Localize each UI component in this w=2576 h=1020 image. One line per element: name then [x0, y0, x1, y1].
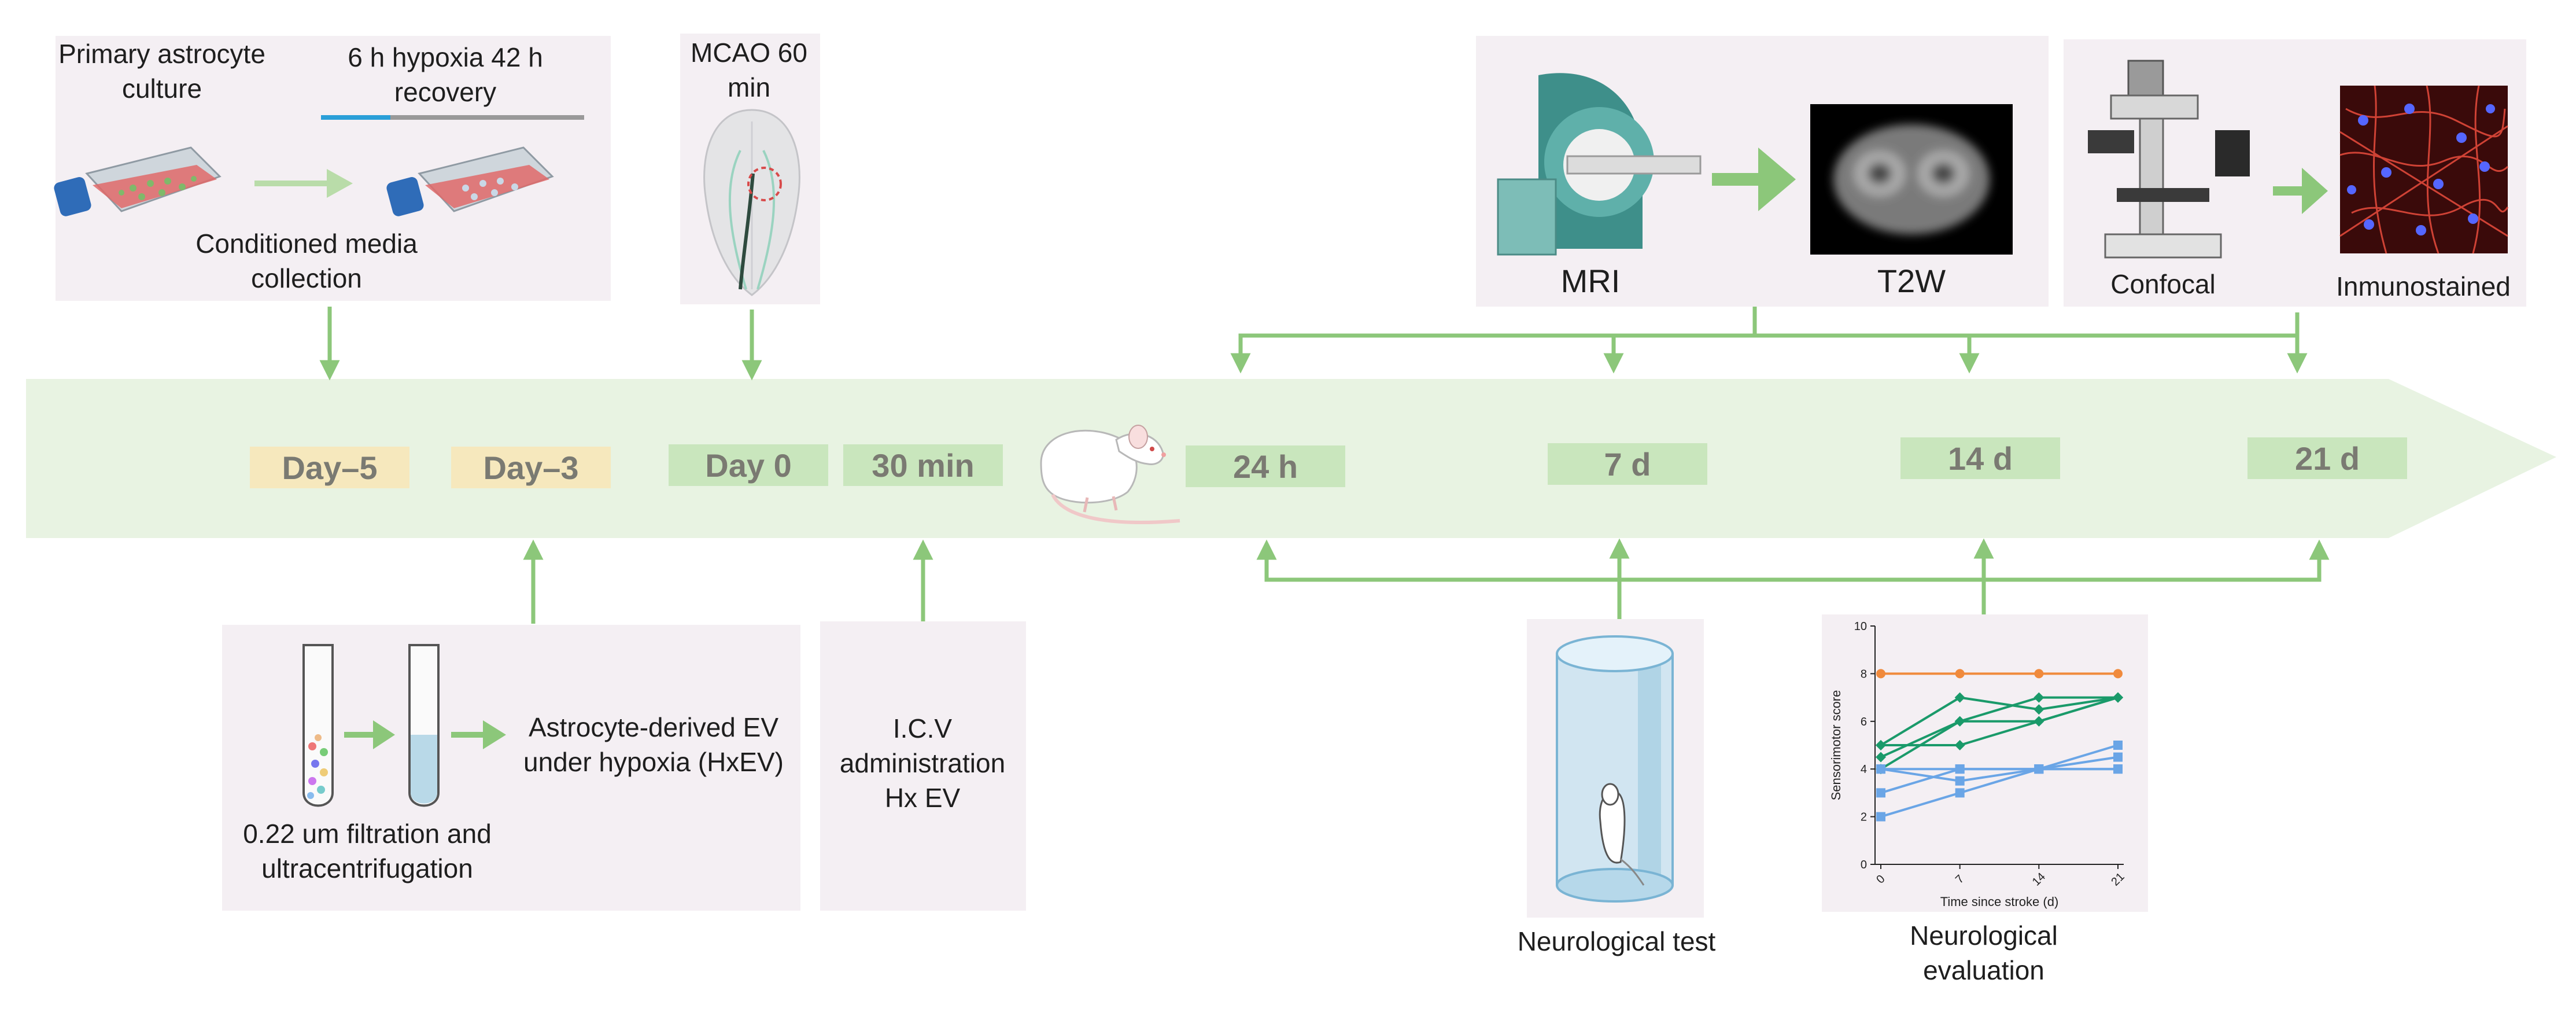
series-point: [2034, 716, 2044, 727]
series-point: [1954, 716, 1965, 727]
confocal-label: Confocal: [2110, 269, 2216, 299]
day-minus3: Day–3: [451, 447, 611, 488]
y-tick-label: 4: [1861, 763, 1867, 776]
neuro-test-label: Neurological test: [1517, 926, 1716, 956]
y-tick-label: 2: [1861, 811, 1867, 824]
day-14d: 14 d: [1900, 437, 2060, 479]
day-24h: 24 h: [1186, 445, 1345, 487]
x-axis-label: Time since stroke (d): [1940, 894, 2059, 909]
immunostained-image: [2339, 85, 2509, 254]
rat-brain-icon: [703, 109, 800, 296]
series-point: [1954, 692, 1965, 703]
series-point: [1876, 764, 1885, 774]
series-point: [1955, 764, 1965, 774]
mri-label: MRI: [1560, 263, 1621, 299]
filtration-tube-icon: [302, 644, 334, 807]
microscope-icon: [2088, 60, 2250, 259]
filtration-label: 0.22 um filtration and ultracentrifugati…: [243, 819, 492, 883]
arrow-confocal: [2273, 168, 2328, 214]
series-point: [2113, 669, 2123, 679]
y-axis-label: Sensorimotor score: [1829, 690, 1843, 801]
series-line-blue: [1880, 768, 2118, 782]
cylinder-test-icon: [1556, 635, 1674, 903]
arrow-mri: [1712, 148, 1796, 211]
x-tick-label: 0: [1874, 872, 1887, 886]
series-point: [1876, 740, 1886, 750]
culture-title: Primary astrocyte culture: [58, 39, 265, 104]
series-point: [2034, 669, 2044, 679]
culture-flask-icon: [54, 146, 222, 216]
rat-icon: [1040, 425, 1180, 524]
stained-label: Inmunostained: [2336, 271, 2511, 301]
series-point: [1876, 788, 1885, 798]
arrow-ev-2: [451, 720, 506, 749]
hypoxia-timebar: [321, 115, 584, 120]
hypoxia-label: 6 h hypoxia 42 h recovery: [348, 42, 543, 107]
series-point: [2034, 704, 2044, 715]
series-line-green: [1881, 696, 2119, 746]
y-tick-label: 6: [1861, 716, 1867, 728]
x-tick-label: 14: [2030, 870, 2048, 888]
arrow-flask: [254, 169, 353, 198]
icv-label: I.C.V administration Hx EV: [839, 713, 1006, 813]
series-line-green: [1880, 696, 2119, 746]
series-point: [1876, 752, 1886, 763]
t2w-brain-image: [1810, 104, 2013, 255]
day-30min: 30 min: [843, 444, 1003, 486]
series-point: [1954, 740, 1965, 750]
series-point: [2034, 764, 2044, 774]
series-line-blue: [1880, 756, 2119, 818]
mri-scanner-icon: [1497, 73, 1702, 256]
series-point: [2113, 692, 2123, 703]
y-tick-label: 10: [1854, 620, 1867, 633]
neuro-eval-label: Neurological evaluation: [1910, 920, 2058, 985]
series-point: [2034, 692, 2044, 703]
y-tick-label: 8: [1861, 668, 1867, 680]
arrow-ev-1: [344, 720, 395, 749]
series-point: [1955, 669, 1965, 679]
day-minus5: Day–5: [250, 447, 409, 488]
icv-panel: [820, 621, 1026, 911]
hypoxia-flask-icon: [386, 146, 554, 216]
series-point: [1955, 788, 1965, 798]
day-0: Day 0: [669, 444, 828, 486]
series-point: [1876, 812, 1885, 822]
t2w-label: T2W: [1877, 263, 1946, 299]
day-7d: 7 d: [1548, 443, 1707, 485]
neuro-eval-panel: [1822, 614, 2148, 912]
series-point: [2113, 741, 2123, 750]
series-line-blue: [1880, 744, 2119, 794]
arrow-neuro-bracket: [1256, 539, 2330, 582]
hxev-label: Astrocyte-derived EV under hypoxia (HxEV…: [523, 712, 784, 777]
day-21d: 21 d: [2247, 437, 2407, 479]
series-line-green: [1880, 696, 2118, 758]
y-tick-label: 0: [1861, 859, 1867, 871]
series-point: [1955, 776, 1965, 786]
x-tick-label: 7: [1953, 872, 1966, 886]
collection-label: Conditioned media collection: [195, 229, 418, 293]
series-point: [1876, 669, 1885, 679]
x-tick-label: 21: [2109, 870, 2127, 888]
series-point: [2113, 764, 2123, 774]
series-point: [2113, 752, 2123, 762]
mcao-label: MCAO 60 min: [691, 38, 807, 102]
ev-tube-icon: [408, 644, 440, 807]
